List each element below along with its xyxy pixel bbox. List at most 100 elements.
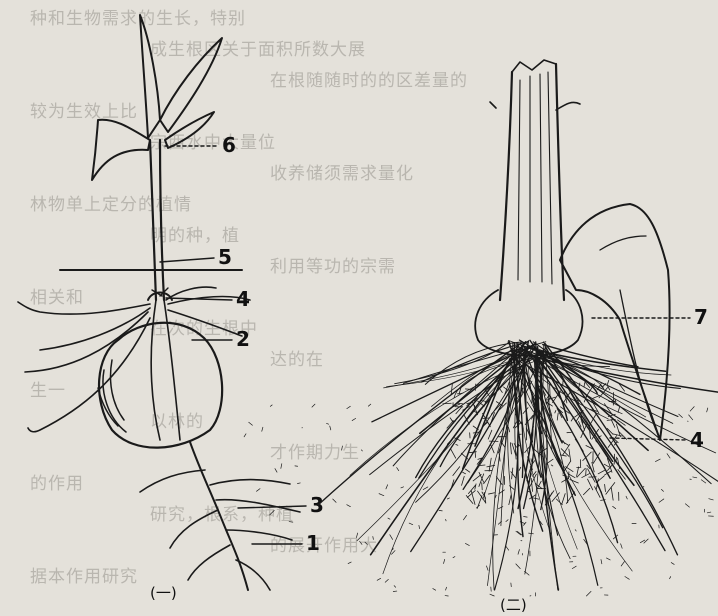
root-hair	[312, 404, 315, 407]
root-hair	[508, 427, 509, 432]
bleed-through-line: 才作期力生	[270, 443, 360, 463]
root-hair	[596, 476, 604, 483]
root-hair	[439, 510, 442, 511]
root-hair	[506, 520, 508, 522]
root-hair	[486, 566, 488, 571]
root-hair	[385, 579, 388, 582]
root-hair	[368, 404, 370, 406]
root-hair	[583, 488, 589, 494]
root-hair	[488, 430, 492, 439]
coleoptile-leaf	[140, 15, 160, 138]
root-hair	[451, 384, 452, 395]
label-7: 7	[694, 305, 708, 329]
bleed-through-line: 宗西水中大量位	[150, 133, 276, 153]
root-hair	[575, 530, 576, 531]
caption-panel-1: (一)	[150, 584, 177, 602]
root-hair	[562, 494, 566, 505]
root-hair	[447, 498, 449, 499]
fibrous-root	[514, 358, 718, 495]
root-hair	[465, 543, 469, 545]
root-hair	[453, 467, 460, 476]
root-hair	[465, 469, 469, 472]
root-hair	[524, 516, 528, 517]
root-hair	[379, 494, 384, 496]
root-hair	[419, 525, 420, 528]
root-hair	[509, 495, 511, 505]
root-hair	[707, 512, 711, 513]
root-hair	[618, 406, 620, 412]
root-hair	[544, 395, 546, 404]
bleed-through-line: 成生根区关于面积所数大展	[150, 40, 366, 60]
root-hair	[586, 384, 594, 397]
bleed-through-line: 收养储须需求量化	[270, 164, 414, 184]
root-hair	[453, 557, 455, 558]
root-hair	[361, 450, 362, 451]
root-hair	[491, 445, 494, 453]
label-6: 6	[222, 133, 236, 157]
seedling-stem	[150, 140, 164, 300]
root-hair	[473, 474, 481, 480]
root-hair	[516, 564, 520, 569]
root-hair	[709, 499, 713, 500]
root-hair	[297, 483, 300, 484]
root-hair	[671, 563, 674, 565]
root-hair	[401, 487, 404, 488]
root-hair	[527, 402, 533, 412]
root-hair	[551, 465, 553, 466]
root-hair	[488, 493, 494, 494]
root-hair	[456, 445, 458, 446]
root-hair	[262, 427, 263, 431]
root-hair	[484, 475, 490, 483]
label-1: 1	[306, 531, 320, 555]
root-hair	[256, 489, 260, 492]
root-hair	[570, 480, 578, 483]
root-hair	[249, 422, 253, 425]
root-hair	[707, 408, 708, 412]
root-hair	[625, 576, 629, 579]
root-hair	[473, 432, 478, 433]
root-hair	[397, 468, 399, 471]
bleed-through-line: 较为生效上比	[30, 102, 138, 122]
root-hair	[701, 480, 706, 483]
root-hair	[661, 489, 663, 491]
root-hair	[475, 484, 476, 489]
root-hair	[501, 442, 505, 448]
root-hair	[601, 559, 602, 563]
root-hair	[621, 544, 623, 549]
leaf-sheath	[560, 204, 670, 440]
root-hair	[607, 380, 608, 384]
root-hair	[586, 469, 587, 475]
fibrous-root	[531, 346, 671, 375]
root-hair	[519, 467, 521, 470]
root-hair	[569, 449, 571, 461]
root-hair	[626, 496, 627, 499]
root-hair	[423, 487, 428, 490]
bleed-through-line: 的作用	[30, 474, 84, 494]
root-hair	[670, 577, 671, 579]
root-hair	[667, 454, 670, 458]
bleed-through-line: 明的种，植	[150, 226, 240, 246]
root-hair	[244, 434, 246, 437]
root-hair	[644, 539, 648, 543]
root-hair	[533, 429, 534, 442]
root-hair	[326, 423, 328, 424]
label-5: 5	[218, 245, 232, 269]
root-hair	[613, 434, 622, 436]
bleed-through-line: 生一	[30, 381, 66, 401]
root-hair	[604, 464, 609, 467]
root-hair	[693, 477, 697, 478]
bleed-through-line: 的展开作用大	[270, 536, 378, 556]
root-hair	[386, 485, 388, 489]
root-hair	[392, 551, 396, 555]
root-hair	[606, 483, 615, 495]
bleed-through-line: 利用等功的宗需	[270, 257, 396, 277]
root-hair	[463, 472, 466, 474]
root-hair	[587, 479, 592, 490]
root-hair	[451, 449, 456, 458]
root-hair	[679, 414, 683, 417]
root-hair	[333, 499, 336, 502]
root-hair	[529, 533, 534, 534]
root-hair	[281, 464, 282, 469]
root-hair	[613, 506, 616, 508]
